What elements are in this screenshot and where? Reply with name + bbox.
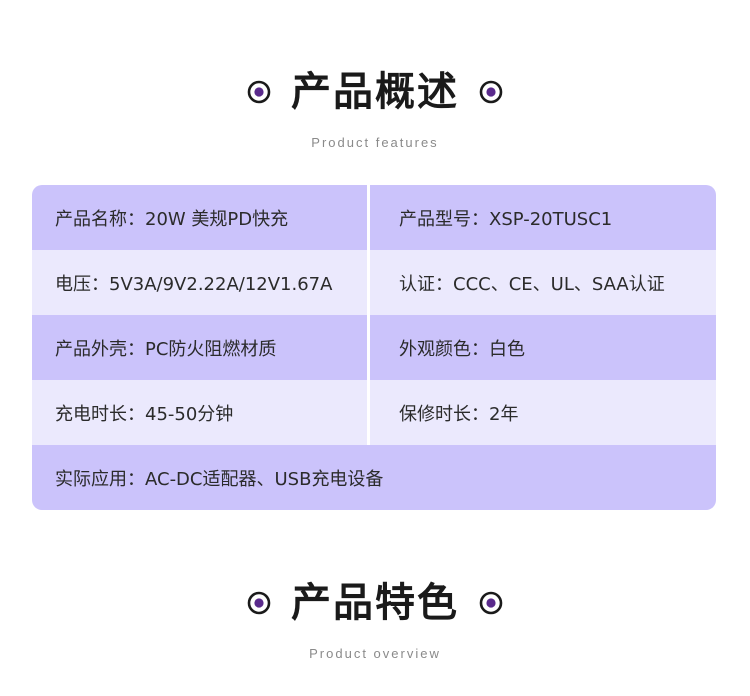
spec-row: 产品名称：20W 美规PD快充 产品型号：XSP-20TUSC1: [32, 185, 716, 250]
spec-certification: 认证：CCC、CE、UL、SAA认证: [367, 250, 716, 315]
spec-product-name: 产品名称：20W 美规PD快充: [55, 208, 289, 230]
spec-housing: 产品外壳：PC防火阻燃材质: [55, 338, 277, 360]
target-icon: [479, 80, 503, 104]
spec-application: 实际应用：AC-DC适配器、USB充电设备: [55, 468, 384, 490]
target-icon: [479, 591, 503, 615]
spec-charge-time: 充电时长：45-50分钟: [55, 403, 234, 425]
spec-warranty: 保修时长：2年: [367, 380, 716, 445]
spec-voltage: 电压：5V3A/9V2.22A/12V1.67A: [55, 273, 333, 295]
spec-row: 电压：5V3A/9V2.22A/12V1.67A 认证：CCC、CE、UL、SA…: [32, 250, 716, 315]
features-heading: 产品特色: [0, 583, 750, 623]
overview-title: 产品概述: [291, 69, 459, 115]
target-icon: [247, 591, 271, 615]
overview-subtitle: Product features: [311, 135, 439, 150]
features-title: 产品特色: [291, 580, 459, 626]
specs-table: 产品名称：20W 美规PD快充 产品型号：XSP-20TUSC1 电压：5V3A…: [32, 185, 716, 510]
features-subtitle: Product overview: [309, 646, 441, 661]
spec-color: 外观颜色：白色: [367, 315, 716, 380]
spec-row: 充电时长：45-50分钟 保修时长：2年: [32, 380, 716, 445]
spec-product-model: 产品型号：XSP-20TUSC1: [367, 185, 716, 250]
spec-row: 产品外壳：PC防火阻燃材质 外观颜色：白色: [32, 315, 716, 380]
target-icon: [247, 80, 271, 104]
spec-row: 实际应用：AC-DC适配器、USB充电设备: [32, 445, 716, 510]
overview-heading: 产品概述: [0, 72, 750, 112]
